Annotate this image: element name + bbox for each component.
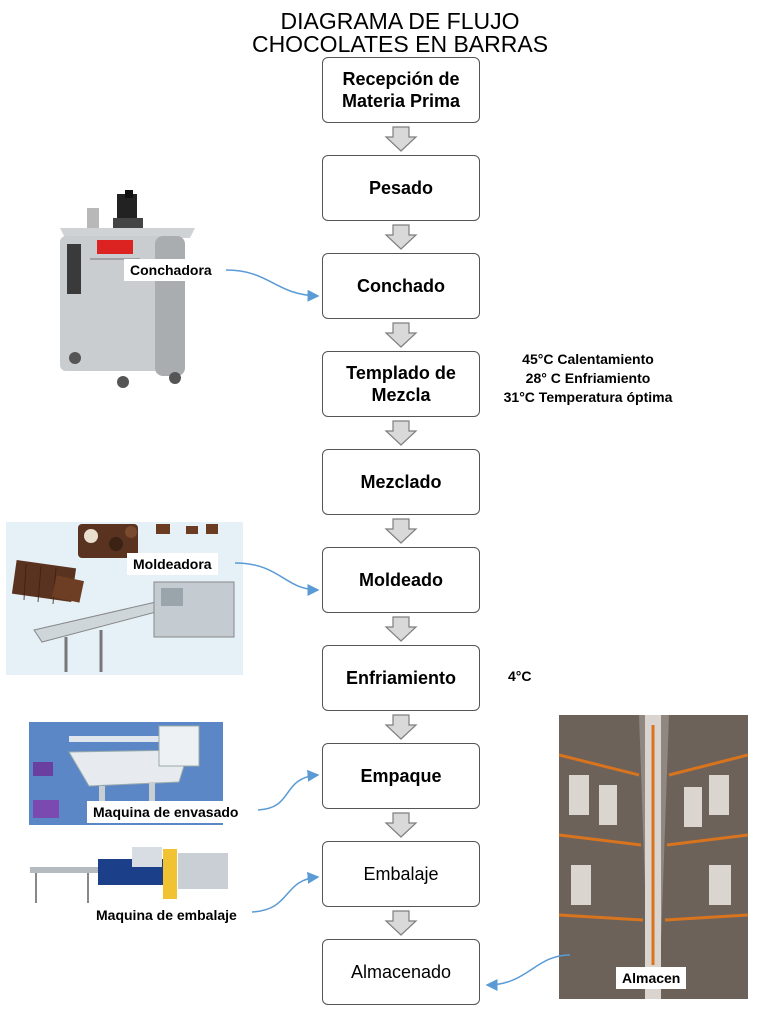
- step-almacenado: Almacenado: [322, 939, 480, 1005]
- flow-arrow-icon: [384, 812, 418, 838]
- tempering-notes: 45°C Calentamiento 28° C Enfriamiento 31…: [488, 350, 688, 407]
- step-almacenado-label: Almacenado: [350, 962, 452, 982]
- flow-arrow-icon: [384, 322, 418, 348]
- step-recepcion-line1: Recepción de: [342, 69, 460, 89]
- step-enfriamiento: Enfriamiento: [322, 645, 480, 711]
- step-mezclado: Mezclado: [322, 449, 480, 515]
- connector-embalaje: [251, 871, 320, 913]
- diagram-title-line2: CHOCOLATES EN BARRAS: [251, 31, 549, 57]
- step-conchado-label: Conchado: [357, 276, 445, 296]
- label-conchadora: Conchadora: [124, 259, 218, 281]
- step-templado-line2: Mezcla: [371, 385, 431, 405]
- step-moldeado-label: Moldeado: [359, 570, 443, 590]
- step-embalaje: Embalaje: [322, 841, 480, 907]
- connector-almacen: [485, 954, 571, 991]
- flow-arrow-icon: [384, 616, 418, 642]
- step-pesado: Pesado: [322, 155, 480, 221]
- connector-conchadora: [225, 269, 320, 302]
- flow-arrow-icon: [384, 910, 418, 936]
- connector-envasado: [257, 769, 320, 811]
- flow-arrow-icon: [384, 714, 418, 740]
- step-templado-line1: Templado de: [346, 363, 456, 383]
- note-cooling-temp: 4°C: [508, 668, 532, 684]
- step-mezclado-label: Mezclado: [360, 472, 442, 492]
- label-almacen: Almacen: [616, 967, 687, 989]
- step-embalaje-label: Embalaje: [363, 864, 439, 884]
- step-enfriamiento-label: Enfriamiento: [345, 668, 456, 688]
- connector-moldeadora: [234, 562, 320, 596]
- step-recepcion-line2: Materia Prima: [341, 91, 461, 111]
- label-envasado: Maquina de envasado: [87, 801, 245, 823]
- note-calentamiento: 45°C Calentamiento: [522, 351, 654, 367]
- step-conchado: Conchado: [322, 253, 480, 319]
- flow-arrow-icon: [384, 224, 418, 250]
- embalaje-image: [28, 845, 233, 905]
- step-pesado-label: Pesado: [368, 178, 434, 198]
- step-empaque-label: Empaque: [360, 766, 442, 786]
- step-moldeado: Moldeado: [322, 547, 480, 613]
- label-moldeadora: Moldeadora: [127, 553, 218, 575]
- flow-arrow-icon: [384, 518, 418, 544]
- step-empaque: Empaque: [322, 743, 480, 809]
- note-temperatura-optima: 31°C Temperatura óptima: [503, 389, 673, 405]
- almacen-image: [559, 715, 748, 999]
- moldeadora-image: [6, 522, 243, 675]
- label-embalaje: Maquina de embalaje: [90, 904, 243, 926]
- flow-arrow-icon: [384, 126, 418, 152]
- diagram-title-line1: DIAGRAMA DE FLUJO: [280, 8, 520, 34]
- note-enfriamiento: 28° C Enfriamiento: [525, 370, 651, 386]
- flow-arrow-icon: [384, 420, 418, 446]
